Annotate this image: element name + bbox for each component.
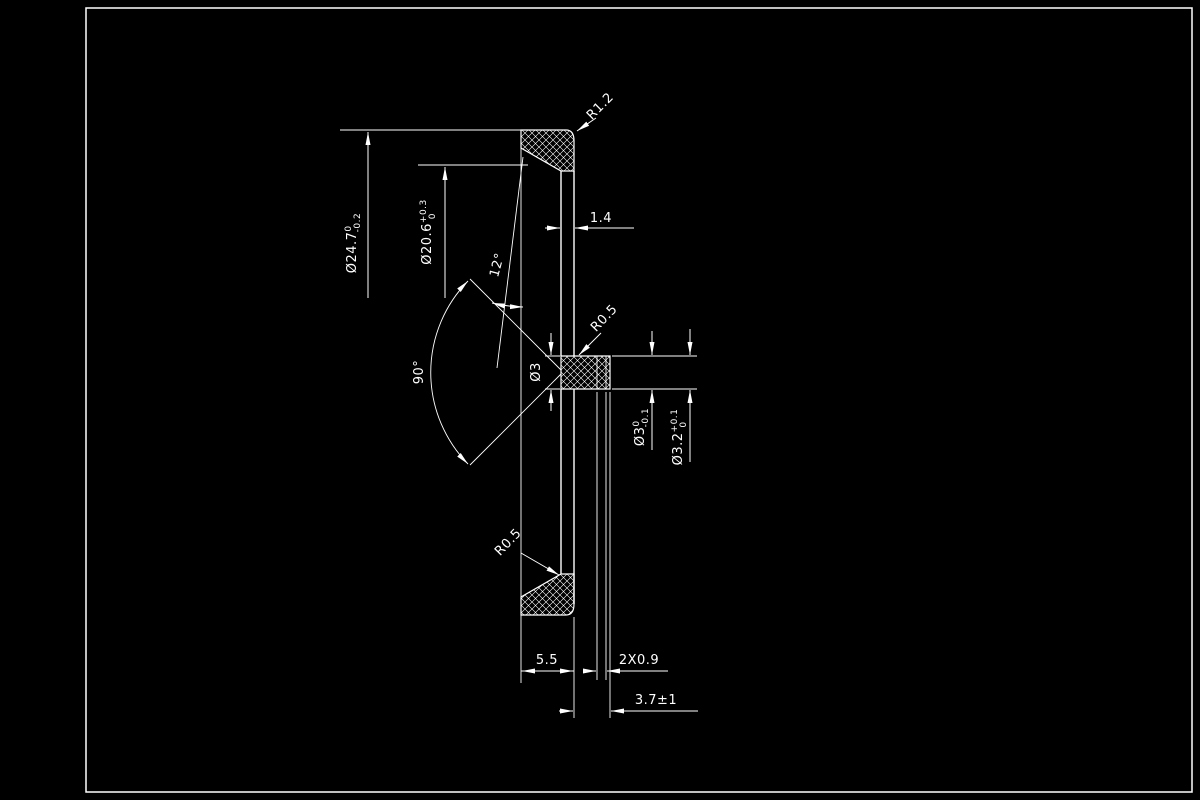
dim-hole-diameter: Ø30-0.1 xyxy=(632,408,651,446)
boss-groove-lines xyxy=(596,356,607,389)
dim-wall-thickness: 1.4 xyxy=(590,211,612,226)
rim-section-top xyxy=(520,129,575,172)
dim-groove-width: 2X0.9 xyxy=(619,653,659,668)
dim-cone-angle: 90° xyxy=(412,360,427,385)
dim-web-hole: Ø3 xyxy=(529,362,544,382)
extension-lines xyxy=(340,129,697,718)
center-boss xyxy=(560,355,611,390)
dim-taper-angle: 12° xyxy=(487,251,508,279)
dim-bore-diameter: Ø20.6+0.30 xyxy=(419,199,438,265)
dim-boss-bore-diameter: Ø3.2+0.10 xyxy=(670,409,689,466)
cone-line-upper xyxy=(469,278,562,371)
web-wall xyxy=(560,171,575,604)
taper-angle-arc xyxy=(491,302,524,310)
leader-r1-2 xyxy=(576,117,597,132)
part-profile xyxy=(520,129,611,616)
dim-boss-length: 3.7±1 xyxy=(635,693,677,708)
taper-line xyxy=(496,156,524,369)
leader-r0-5-lower xyxy=(520,552,560,576)
dim-overall-depth: 5.5 xyxy=(536,653,558,668)
cone-angle-arc xyxy=(430,280,469,465)
dim-outer-diameter: Ø24.70-0.2 xyxy=(344,213,363,273)
dimension-lines xyxy=(365,117,698,714)
leader-r0-5-upper xyxy=(578,332,602,356)
rim-section-bottom xyxy=(520,573,575,616)
drawing-frame xyxy=(85,7,1193,793)
